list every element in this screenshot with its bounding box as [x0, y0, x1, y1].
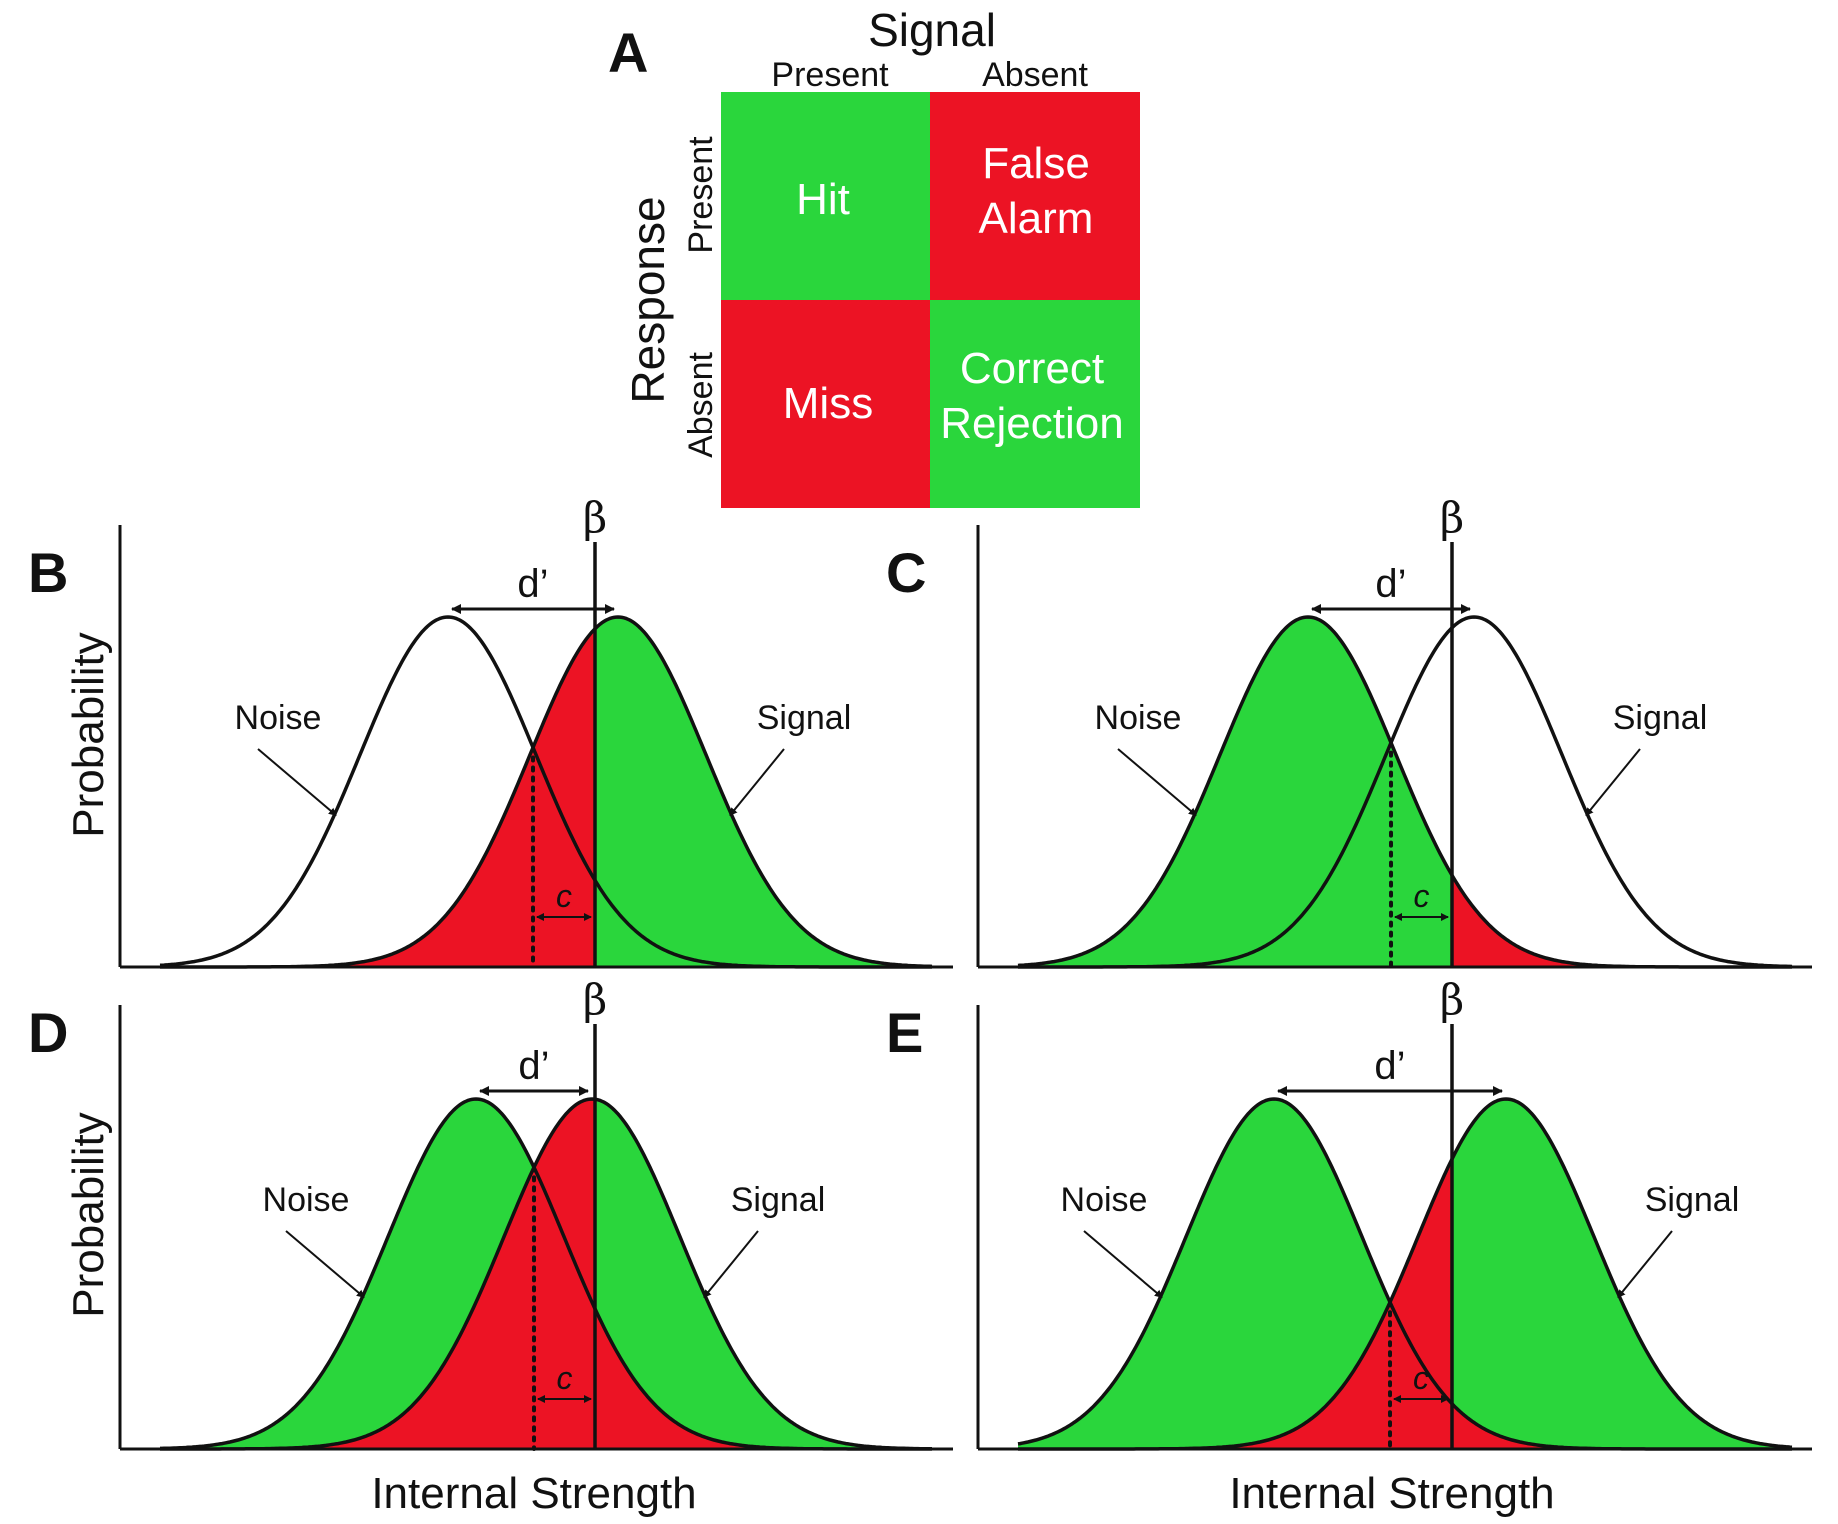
noise-area-left [1018, 617, 1452, 967]
signal-label: Signal [731, 1181, 826, 1219]
c-label: c [1414, 878, 1430, 914]
noise-arrow [257, 748, 337, 817]
panel-b: β c d’ Noise Signal B [28, 493, 953, 969]
cell-false-alarm-text-2: Alarm [979, 194, 1094, 243]
beta-label: β [583, 975, 607, 1024]
signal-arrow [1585, 748, 1641, 817]
noise-arrow [285, 1230, 365, 1299]
cell-hit [721, 92, 930, 300]
dprime-label: d’ [1375, 562, 1406, 606]
beta-label: β [1440, 975, 1464, 1024]
signal-arrow [703, 1230, 759, 1299]
ylabel-top: Probability [64, 632, 113, 837]
col-present-label: Present [771, 56, 889, 94]
col-absent-label: Absent [982, 56, 1088, 94]
xlabel-left: Internal Strength [371, 1469, 696, 1518]
cell-false-alarm [930, 92, 1140, 300]
noise-arrow [1083, 1230, 1163, 1299]
noise-label: Noise [1095, 699, 1182, 737]
cell-false-alarm-text-1: False [982, 139, 1090, 188]
beta-label: β [583, 493, 607, 542]
panel-letter-e: E [886, 1001, 923, 1064]
signal-area-left [160, 628, 595, 967]
signal-area-right [1452, 1099, 1792, 1449]
response-header: Response [622, 196, 674, 403]
noise-arrow [1117, 748, 1197, 817]
cell-correct-rejection [930, 300, 1140, 508]
signal-area-right [595, 1099, 933, 1449]
panel-letter-a: A [608, 21, 648, 84]
panel-c: β c d’ Noise Signal C [886, 493, 1812, 969]
c-label: c [556, 878, 572, 914]
noise-area-left [1018, 1099, 1452, 1449]
panel-letter-b: B [28, 541, 68, 604]
c-label: c [1413, 1360, 1429, 1396]
dprime-label: d’ [1374, 1044, 1405, 1088]
signal-label: Signal [1645, 1181, 1740, 1219]
signal-label: Signal [757, 699, 852, 737]
overlap-area [160, 1167, 933, 1449]
signal-arrow [1617, 1230, 1673, 1299]
signal-arrow [729, 748, 785, 817]
dprime-label: d’ [518, 1044, 549, 1088]
outcome-matrix: A Signal Present Absent Response Present… [608, 4, 1140, 508]
cell-correct-rejection-text-1: Correct [960, 344, 1104, 393]
signal-header: Signal [868, 4, 996, 56]
panel-letter-d: D [28, 1001, 68, 1064]
dprime-label: d’ [517, 562, 548, 606]
beta-label: β [1440, 493, 1464, 542]
cell-correct-rejection-text-2: Rejection [940, 399, 1123, 448]
cell-miss-text: Miss [783, 379, 873, 428]
c-label: c [557, 1360, 573, 1396]
noise-label: Noise [1061, 1181, 1148, 1219]
row-present-label: Present [682, 136, 720, 254]
cell-hit-text: Hit [796, 175, 850, 224]
overlap-area [1018, 1302, 1792, 1449]
row-absent-label: Absent [682, 352, 720, 458]
panel-e: β c d’ Noise Signal E [886, 975, 1812, 1451]
noise-label: Noise [263, 1181, 350, 1219]
panel-letter-c: C [886, 541, 926, 604]
noise-area-right [1452, 875, 1792, 967]
panel-d: β c d’ Noise Signal D [28, 975, 953, 1451]
signal-label: Signal [1613, 699, 1708, 737]
xlabel-right: Internal Strength [1229, 1469, 1554, 1518]
noise-label: Noise [235, 699, 322, 737]
ylabel-bottom: Probability [64, 1112, 113, 1317]
signal-area-right [595, 617, 933, 967]
cell-miss [721, 300, 930, 508]
